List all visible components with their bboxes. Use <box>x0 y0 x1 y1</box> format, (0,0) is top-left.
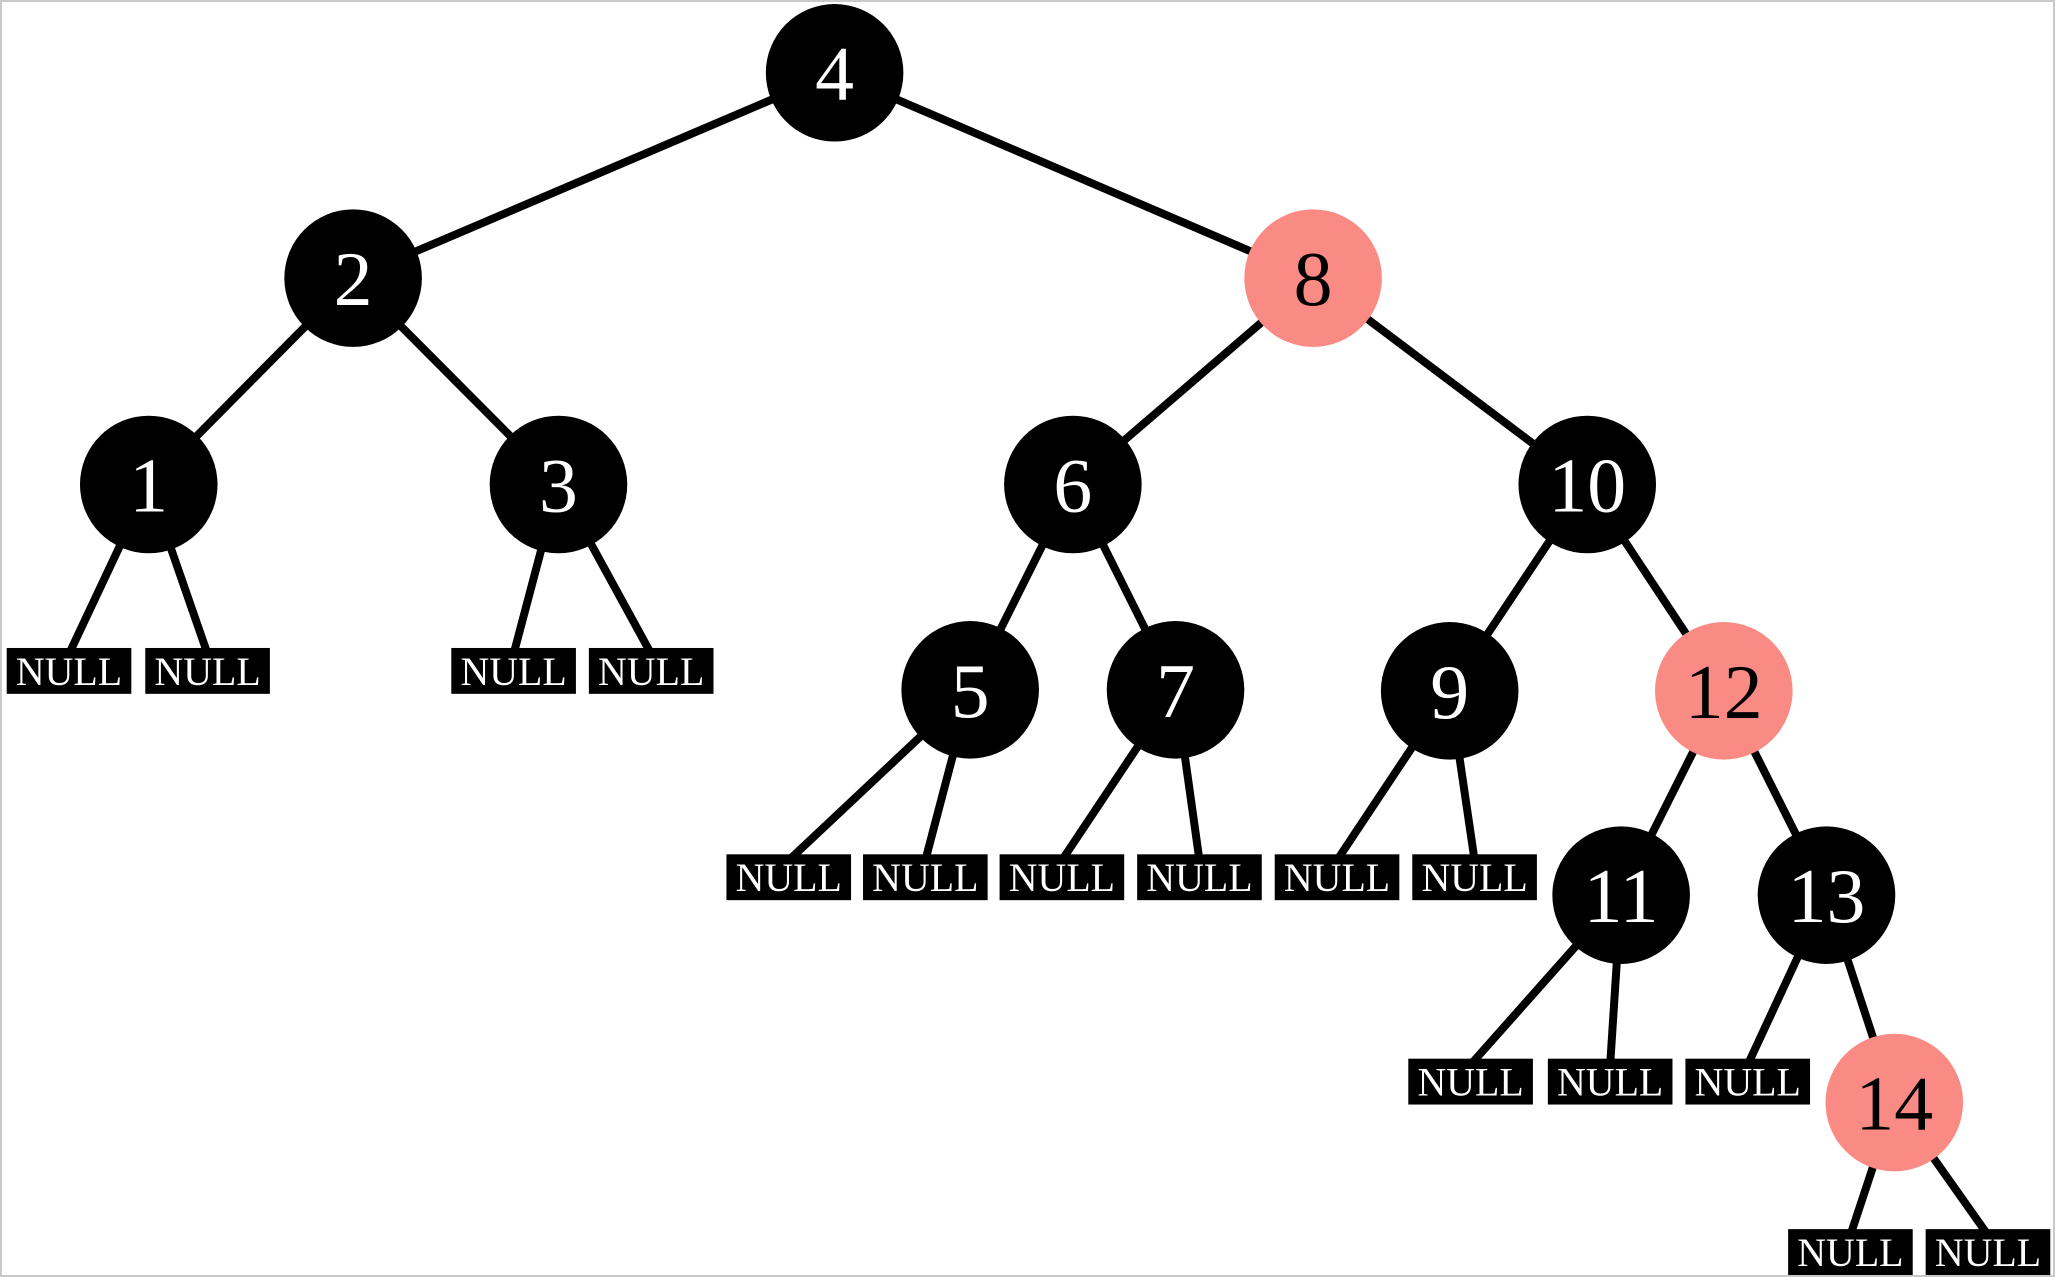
node-1-label: 1 <box>129 442 168 528</box>
null-leaves-layer: NULL NULL NULL NULL NULL NULL NULL NULL NULL NULL… <box>6 647 2051 1275</box>
null-leaf-B3-label: NULL <box>1009 855 1115 900</box>
null-leaf-B3: NULL <box>999 854 1125 901</box>
edge-4-2 <box>351 69 837 282</box>
node-8-label: 8 <box>1294 236 1333 322</box>
node-4-circle <box>765 3 904 142</box>
node-4-label: 4 <box>815 31 854 117</box>
null-leaf-A1: NULL <box>6 647 132 694</box>
tree-node-14: 14 <box>1825 1033 1964 1172</box>
node-13-label: 13 <box>1788 853 1866 939</box>
tree-node-5: 5 <box>901 621 1039 759</box>
tree-node-3: 3 <box>489 415 628 554</box>
null-leaf-D1-label: NULL <box>1797 1230 1903 1275</box>
node-2-circle <box>284 209 422 347</box>
null-leaf-C2-label: NULL <box>1557 1060 1663 1105</box>
null-leaf-B1: NULL <box>726 854 852 901</box>
tree-node-1: 1 <box>79 415 218 554</box>
node-11-label: 11 <box>1584 853 1659 939</box>
node-5-circle <box>901 621 1039 759</box>
null-leaf-B6-label: NULL <box>1421 855 1527 900</box>
null-leaf-A3: NULL <box>451 647 576 694</box>
null-leaf-B5-label: NULL <box>1284 855 1390 900</box>
node-10-label: 10 <box>1548 442 1626 528</box>
null-leaf-B6: NULL <box>1412 854 1537 900</box>
null-leaf-C1-label: NULL <box>1417 1060 1523 1105</box>
null-leaf-B4-box <box>1137 854 1262 901</box>
null-leaf-A4: NULL <box>588 647 714 694</box>
tree-node-8: 8 <box>1244 209 1382 347</box>
null-leaf-C2: NULL <box>1547 1058 1673 1105</box>
node-7-circle <box>1106 621 1245 759</box>
null-leaf-B4-label: NULL <box>1146 855 1252 900</box>
node-6-circle <box>1004 415 1142 554</box>
null-leaf-A3-box <box>451 647 576 694</box>
node-3-label: 3 <box>539 442 578 528</box>
tree-node-2: 2 <box>284 209 422 347</box>
node-7-label: 7 <box>1156 648 1195 734</box>
node-1-circle <box>79 415 218 554</box>
null-leaf-C2-box <box>1547 1058 1673 1105</box>
tree-node-12: 12 <box>1655 622 1793 760</box>
null-leaf-B2: NULL <box>863 854 988 900</box>
null-leaf-B4: NULL <box>1137 854 1262 900</box>
null-leaf-C1: NULL <box>1408 1058 1533 1105</box>
null-leaf-B1-label: NULL <box>736 855 842 900</box>
node-9-circle <box>1380 622 1519 760</box>
null-leaf-A1-box <box>6 647 132 694</box>
null-leaf-A4-box <box>588 647 714 694</box>
null-leaf-A3-label: NULL <box>460 649 566 694</box>
null-leaf-B1-box <box>726 854 852 901</box>
node-14-circle <box>1825 1033 1964 1172</box>
node-10-circle <box>1518 415 1657 554</box>
node-2-label: 2 <box>334 236 373 322</box>
node-14-label: 14 <box>1855 1060 1933 1146</box>
null-leaf-D1-box <box>1788 1229 1913 1275</box>
null-leaf-B5: NULL <box>1274 854 1400 901</box>
null-leaf-B2-label: NULL <box>872 855 978 900</box>
node-6-label: 6 <box>1053 442 1092 528</box>
null-leaf-D2-box <box>1925 1229 2051 1275</box>
null-leaf-B5-box <box>1274 854 1400 901</box>
node-9-label: 9 <box>1430 649 1469 735</box>
null-leaf-D2: NULL <box>1925 1229 2051 1275</box>
tree-node-10: 10 <box>1518 415 1657 554</box>
node-3-circle <box>489 415 628 554</box>
tree-node-6: 6 <box>1004 415 1142 554</box>
node-12-circle <box>1655 622 1793 760</box>
tree-node-7: 7 <box>1106 621 1245 759</box>
null-leaf-C1-box <box>1408 1058 1533 1105</box>
null-leaf-A2-box <box>145 647 270 694</box>
null-leaf-C3-box <box>1685 1058 1811 1105</box>
tree-node-4: 4 <box>765 3 904 142</box>
null-leaf-C3-label: NULL <box>1695 1060 1801 1105</box>
null-leaf-B2-box <box>863 854 988 901</box>
node-11-circle <box>1552 826 1690 964</box>
node-12-label: 12 <box>1685 649 1763 735</box>
node-8-circle <box>1244 209 1382 347</box>
null-leaf-B3-box <box>999 854 1125 901</box>
null-leaf-A2: NULL <box>145 647 270 694</box>
node-13-circle <box>1757 826 1896 964</box>
node-5-label: 5 <box>951 648 990 734</box>
null-leaf-A4-label: NULL <box>598 649 704 694</box>
tree-node-11: 11 <box>1552 826 1690 964</box>
null-leaf-D1: NULL <box>1788 1229 1913 1275</box>
edge-4-8 <box>833 69 1315 282</box>
tree-node-13: 13 <box>1757 826 1896 964</box>
tree-node-9: 9 <box>1380 622 1519 760</box>
null-leaf-D2-label: NULL <box>1935 1230 2041 1275</box>
null-leaf-A2-label: NULL <box>154 649 260 694</box>
null-leaf-A1-label: NULL <box>16 649 122 694</box>
null-leaf-C3: NULL <box>1685 1058 1811 1105</box>
null-leaf-B6-box <box>1412 854 1537 901</box>
